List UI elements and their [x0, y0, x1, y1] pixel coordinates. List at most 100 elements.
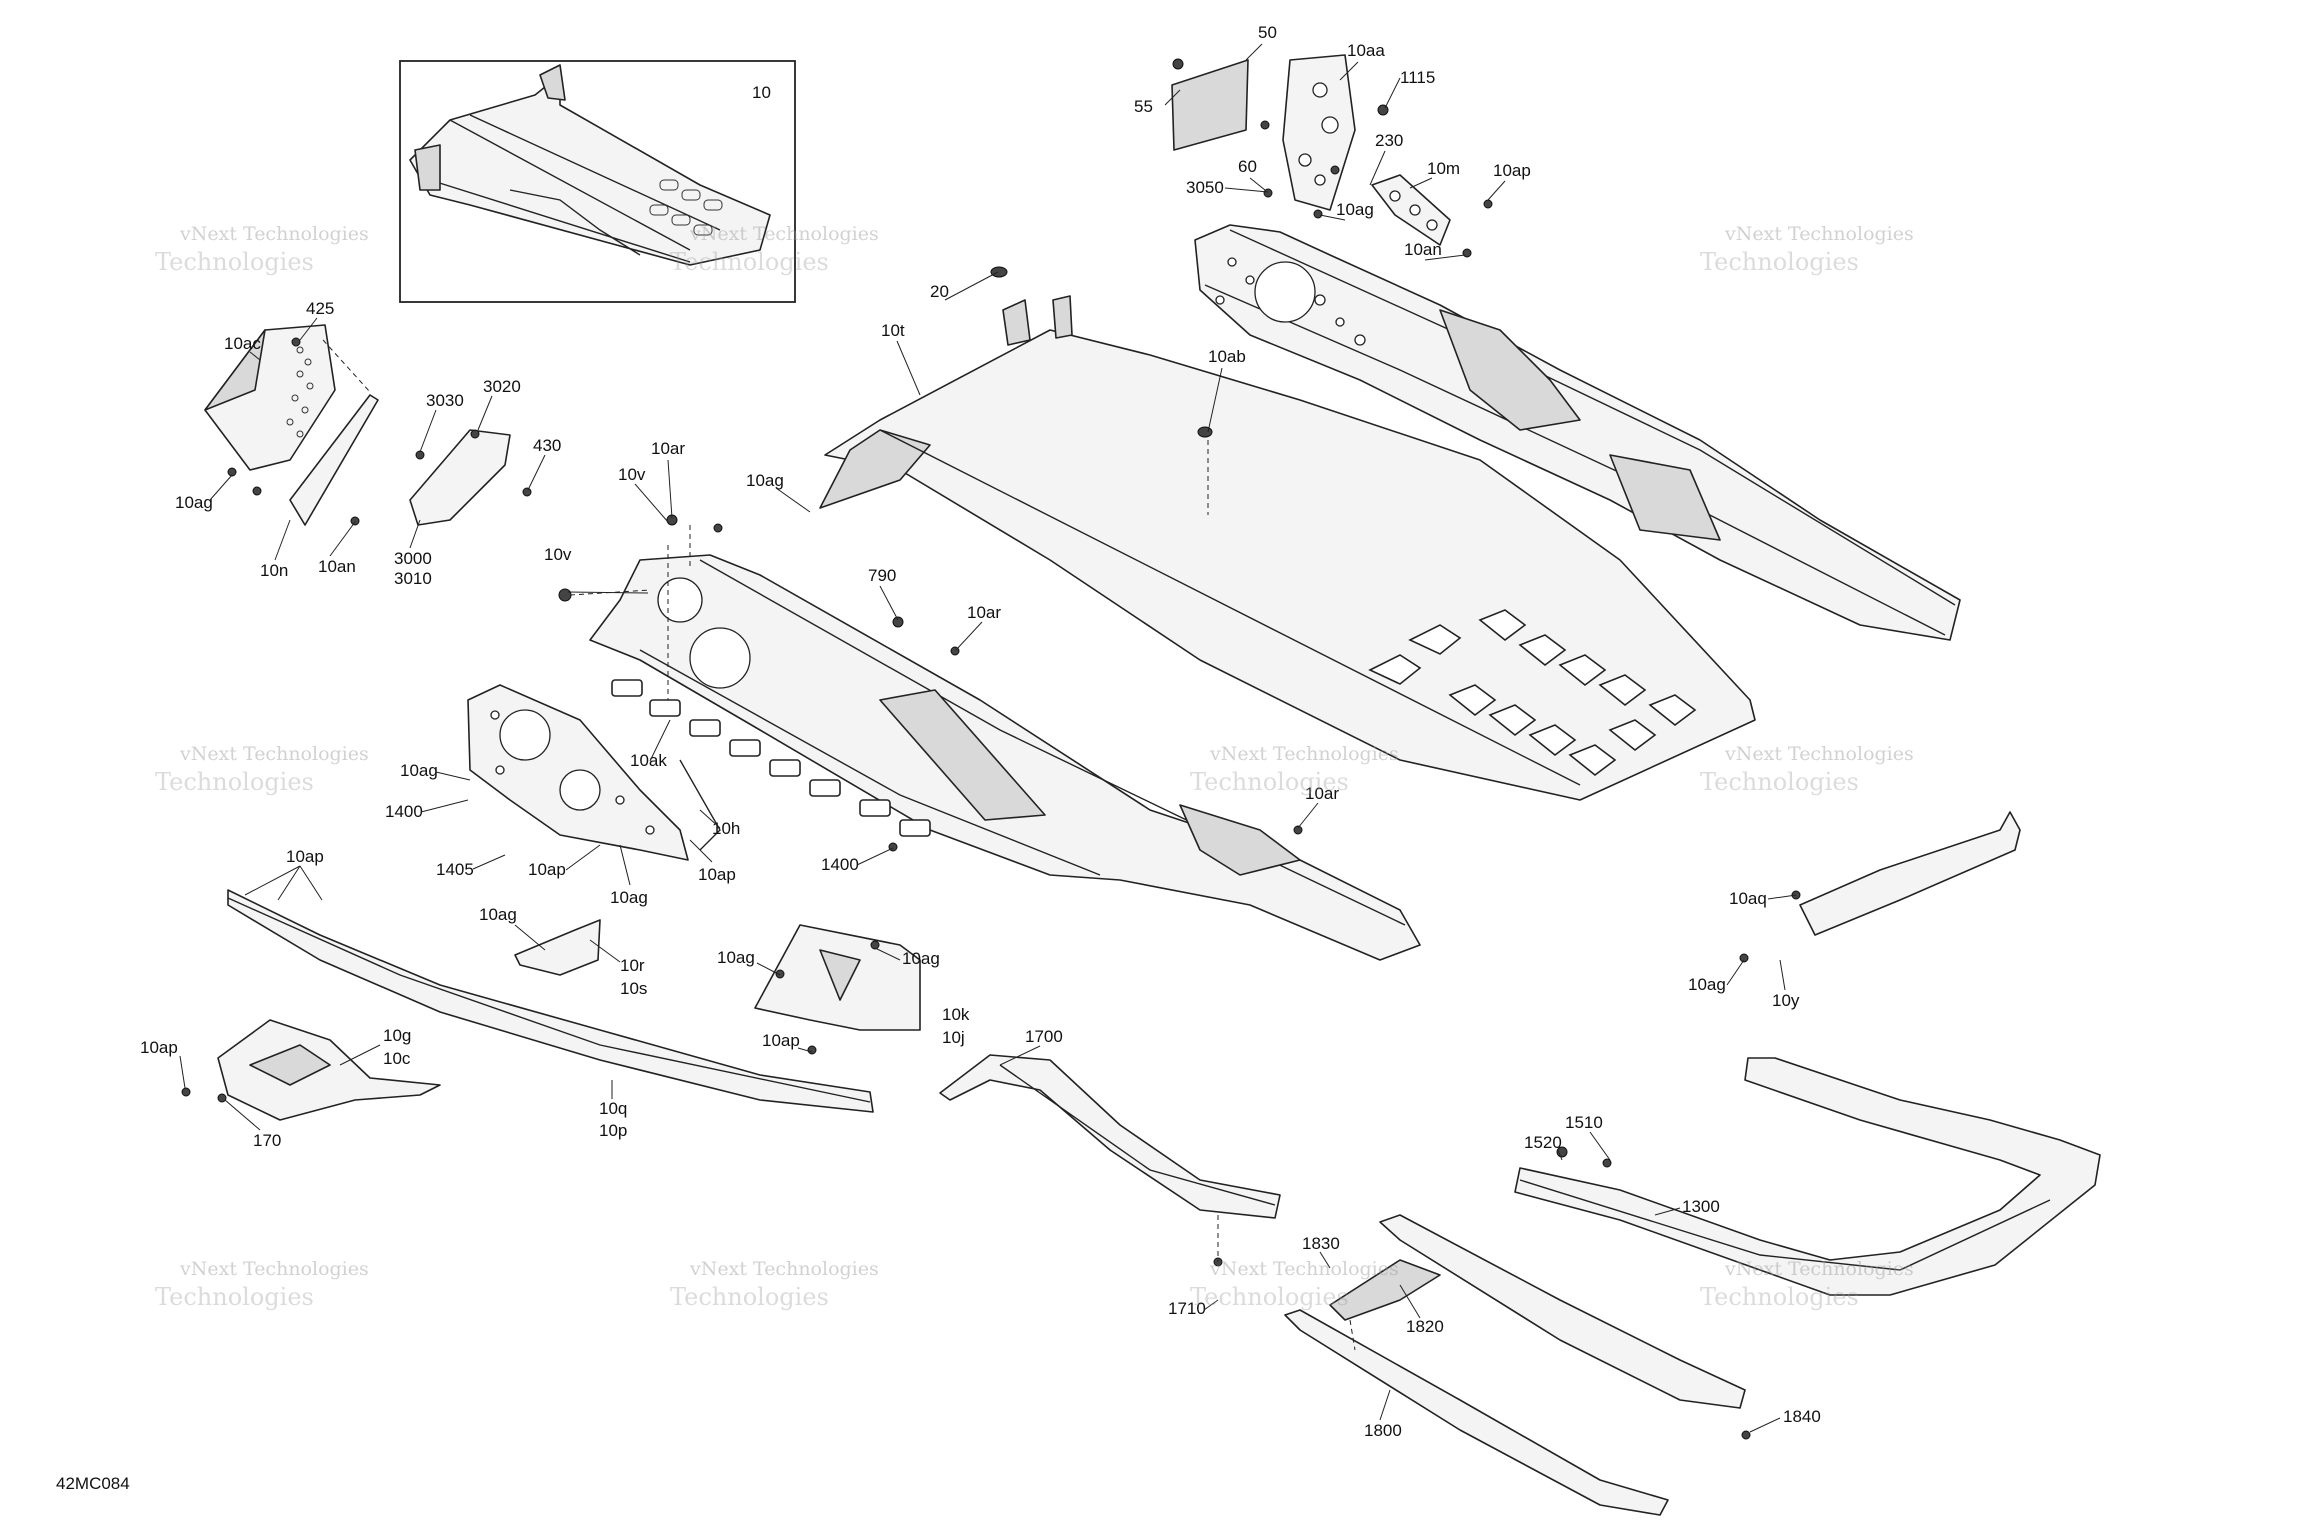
front-bumper-bar: [227, 889, 874, 1113]
watermark: Technologies: [670, 1283, 829, 1311]
callout: 1400: [821, 855, 859, 874]
callout: 3010: [394, 569, 432, 588]
front-lip: [819, 429, 931, 509]
callout: 10v: [618, 465, 646, 484]
watermark: vNext Technologies: [689, 223, 879, 245]
callout: 10ap: [762, 1031, 800, 1050]
callout: 55: [1134, 97, 1153, 116]
part-10n: [289, 394, 379, 526]
callout: 20: [930, 282, 949, 301]
callout: 10ag: [1688, 975, 1726, 994]
watermark: Technologies: [1700, 768, 1859, 796]
callout: 425: [306, 299, 334, 318]
watermark: vNext Technologies: [1209, 743, 1399, 765]
rail-cutout: [1439, 309, 1581, 431]
callout: 10ap: [286, 847, 324, 866]
callout: 10r: [620, 956, 645, 975]
watermarks: vNext Technologies Technologies vNext Te…: [155, 223, 1914, 1311]
tunnel-vent: [879, 689, 1046, 821]
inset-assembly: [399, 60, 796, 303]
callout: 1830: [1302, 1234, 1340, 1253]
callout: 170: [253, 1131, 281, 1150]
callout: 10an: [1404, 240, 1442, 259]
callout: 10ap: [698, 865, 736, 884]
callout: 1710: [1168, 1299, 1206, 1318]
rear-tunnel-rail: [1194, 224, 1961, 641]
diagram-code: 42MC084: [56, 1474, 130, 1493]
watermark: vNext Technologies: [689, 1258, 879, 1280]
rail-1700: [939, 1054, 1281, 1219]
rear-bumper: [1514, 1057, 2101, 1296]
callout: 3020: [483, 377, 521, 396]
callout: 10ag: [902, 949, 940, 968]
callout: 10ag: [1336, 200, 1374, 219]
callout: 1700: [1025, 1027, 1063, 1046]
callout: 1510: [1565, 1113, 1603, 1132]
callout: 1840: [1783, 1407, 1821, 1426]
callout: 10ac: [224, 334, 261, 353]
callout: 10ag: [717, 948, 755, 967]
tunnel-top-plate: [819, 266, 1756, 801]
watermark: vNext Technologies: [179, 223, 369, 245]
watermark: Technologies: [1190, 768, 1349, 796]
leader-lines: [179, 43, 1797, 1433]
callout: 10g: [383, 1026, 411, 1045]
lower-rails: [1213, 1214, 1751, 1516]
watermark: Technologies: [1700, 1283, 1859, 1311]
callout: 10ag: [746, 471, 784, 490]
part-3000: [409, 429, 511, 526]
left-brackets: [204, 324, 532, 526]
callout: 10ag: [479, 905, 517, 924]
cap-20: [990, 266, 1008, 278]
callout: 10ap: [140, 1038, 178, 1057]
callout: 430: [533, 436, 561, 455]
callout: 10ag: [175, 493, 213, 512]
bracket-10r: [514, 919, 601, 976]
inset-label: 10: [752, 83, 771, 102]
callout: 1520: [1524, 1133, 1562, 1152]
filler-neck: [1002, 299, 1031, 346]
callout: 10ar: [651, 439, 685, 458]
callout: 10ar: [967, 603, 1001, 622]
callout: 1405: [436, 860, 474, 879]
callout: 10j: [942, 1028, 965, 1047]
callout: 3000: [394, 549, 432, 568]
callout: 10aa: [1347, 41, 1385, 60]
callout: 10ap: [528, 860, 566, 879]
callout: 1820: [1406, 1317, 1444, 1336]
callout-labels: 50 55 10aa 1115 230 60 10m 10ap 3050 10a…: [140, 23, 1821, 1440]
callout: 10ab: [1208, 347, 1246, 366]
callout: 10v: [544, 545, 572, 564]
callout: 10k: [942, 1005, 970, 1024]
dashed-guides: [322, 339, 1356, 1351]
watermark: Technologies: [670, 248, 829, 276]
callout: 10ag: [610, 888, 648, 907]
watermark: Technologies: [155, 248, 314, 276]
callout: 1400: [385, 802, 423, 821]
callout: 10s: [620, 979, 647, 998]
callout: 3030: [426, 391, 464, 410]
front-tunnel: [558, 514, 1421, 961]
bracket-10k: [754, 924, 921, 1055]
bracket-10g: [181, 1019, 441, 1121]
callout: 10m: [1427, 159, 1460, 178]
watermark: vNext Technologies: [1724, 743, 1914, 765]
watermark: vNext Technologies: [179, 1258, 369, 1280]
tunnel-hole: [1254, 261, 1316, 323]
top-bracket-parts: [1171, 54, 1493, 258]
left-side-plate: [467, 684, 721, 861]
watermark: Technologies: [155, 768, 314, 796]
watermark: vNext Technologies: [1724, 1258, 1914, 1280]
callout: 10an: [318, 557, 356, 576]
callout: 10ar: [1305, 784, 1339, 803]
callout: 10q: [599, 1099, 627, 1118]
callout: 790: [868, 566, 896, 585]
watermark: Technologies: [155, 1283, 314, 1311]
watermark: Technologies: [1190, 1283, 1349, 1311]
callout: 1115: [1400, 68, 1435, 87]
callout: 3050: [1186, 178, 1224, 197]
callout: 10y: [1772, 991, 1800, 1010]
watermark: vNext Technologies: [1724, 223, 1914, 245]
